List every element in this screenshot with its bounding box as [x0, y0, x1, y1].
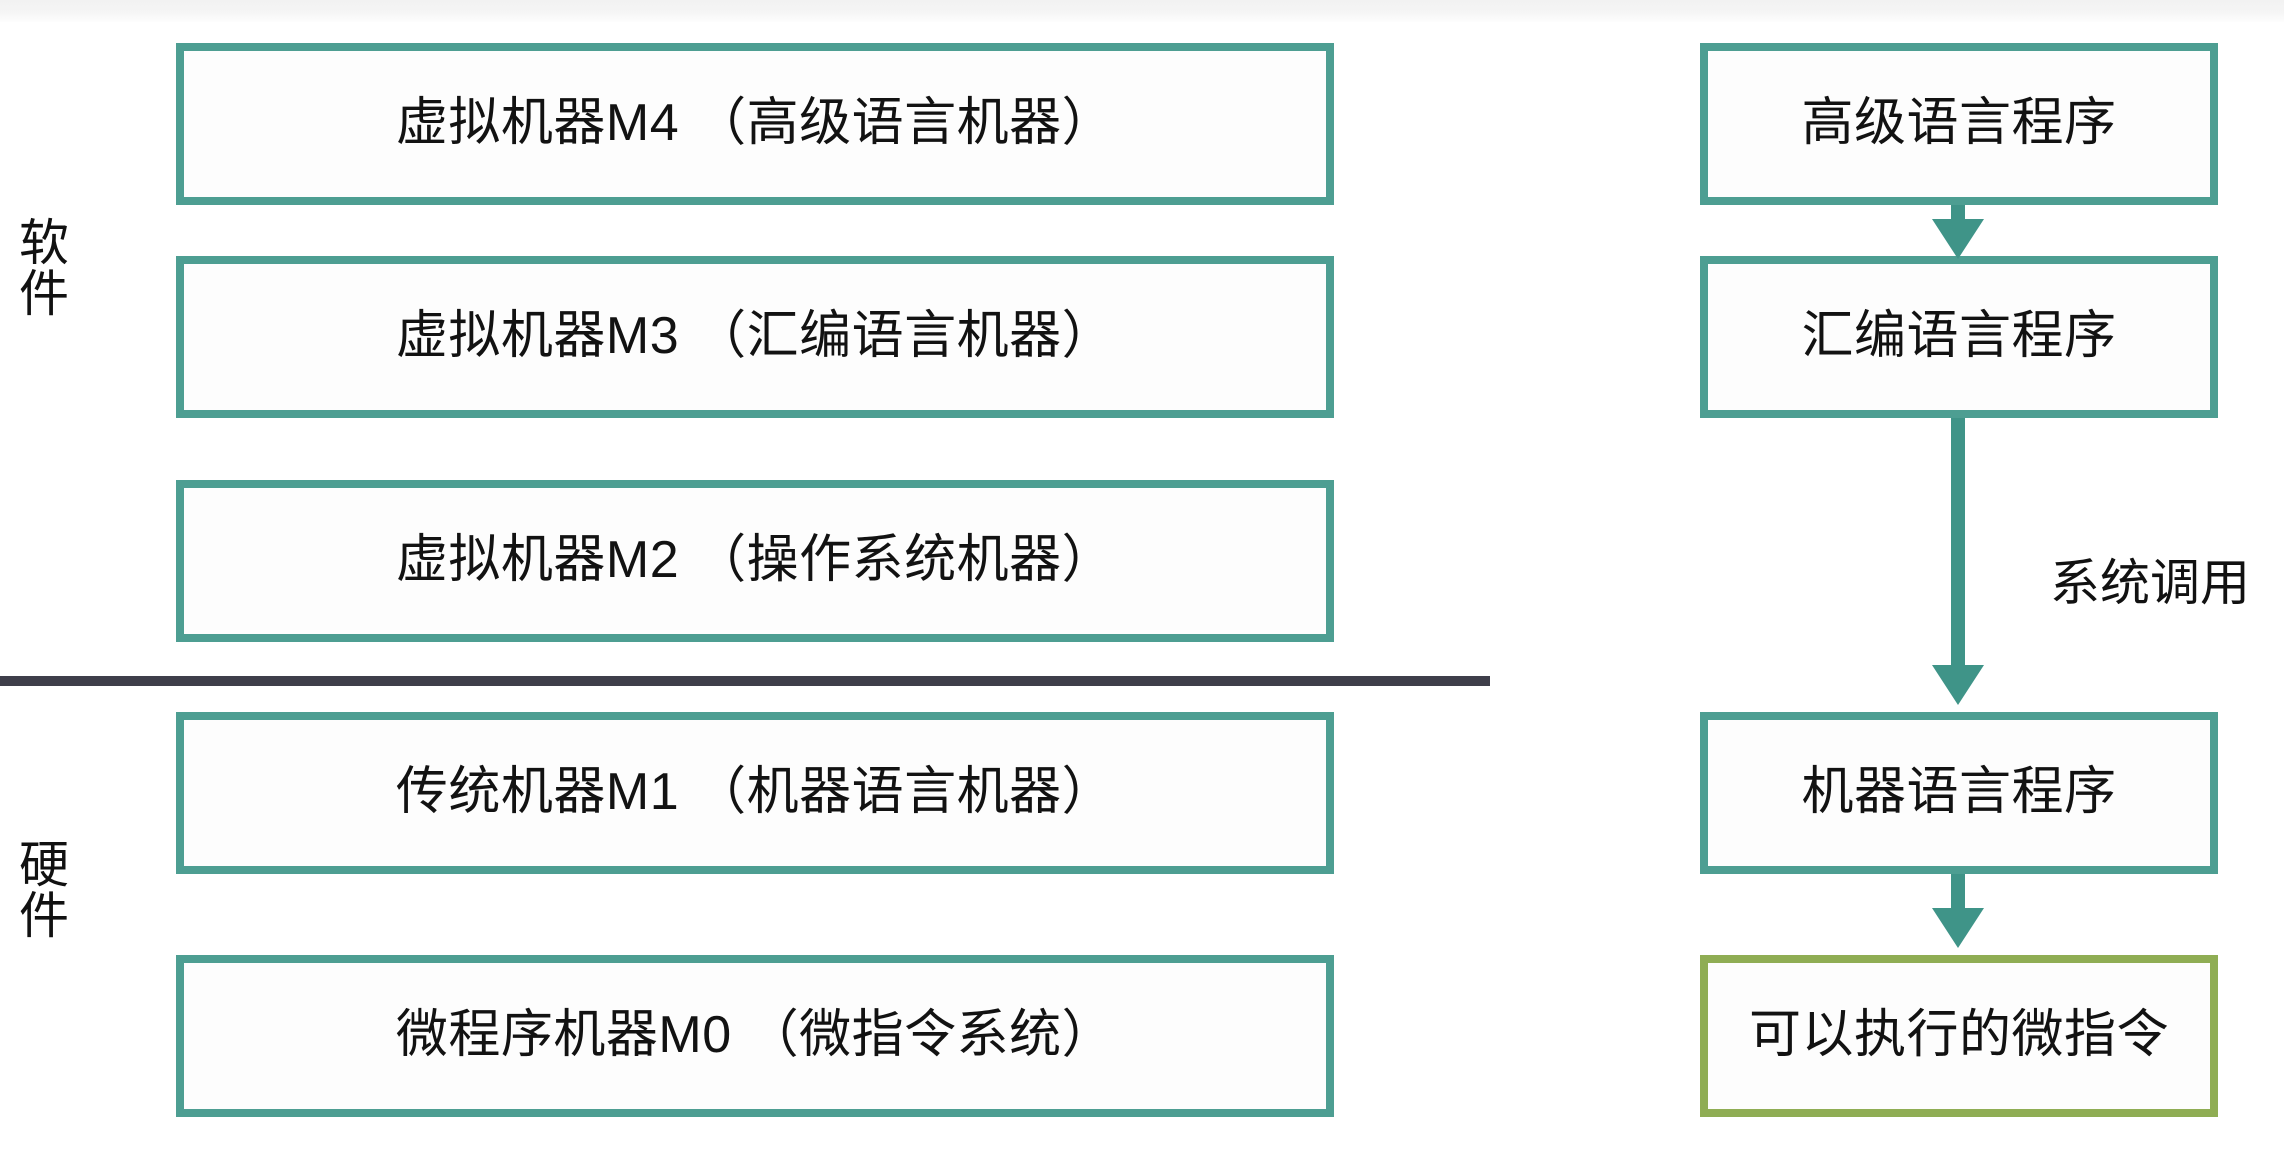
level-box-m3[interactable]: 虚拟机器M3 （汇编语言机器）: [176, 256, 1334, 418]
level-box-m4[interactable]: 虚拟机器M4 （高级语言机器）: [176, 43, 1334, 205]
level-label-m2: 虚拟机器M2 （操作系统机器）: [395, 531, 1115, 590]
level-label-m3: 虚拟机器M3 （汇编语言机器）: [395, 307, 1115, 366]
program-label-machine-language: 机器语言程序: [1801, 763, 2117, 822]
level-label-m0: 微程序机器M0 （微指令系统）: [395, 1006, 1115, 1065]
program-box-high-level-language[interactable]: 高级语言程序: [1700, 43, 2218, 205]
side-label-hardware: 硬 件: [19, 837, 69, 944]
program-label-executable-microinstruction: 可以执行的微指令: [1748, 1006, 2169, 1065]
level-label-m4: 虚拟机器M4 （高级语言机器）: [395, 94, 1115, 153]
program-box-executable-microinstruction[interactable]: 可以执行的微指令: [1700, 955, 2218, 1117]
software-hardware-divider: [0, 676, 1490, 686]
edge-label-system-call: 系统调用: [2050, 555, 2250, 611]
level-label-m1: 传统机器M1 （机器语言机器）: [395, 763, 1115, 822]
top-gray-band: [0, 0, 2284, 22]
level-box-m2[interactable]: 虚拟机器M2 （操作系统机器）: [176, 480, 1334, 642]
side-label-software: 软 件: [19, 215, 69, 322]
program-label-assembly-language: 汇编语言程序: [1801, 307, 2117, 366]
program-box-assembly-language[interactable]: 汇编语言程序: [1700, 256, 2218, 418]
level-box-m1[interactable]: 传统机器M1 （机器语言机器）: [176, 712, 1334, 874]
program-label-high-level-language: 高级语言程序: [1801, 94, 2117, 153]
level-box-m0[interactable]: 微程序机器M0 （微指令系统）: [176, 955, 1334, 1117]
program-box-machine-language[interactable]: 机器语言程序: [1700, 712, 2218, 874]
